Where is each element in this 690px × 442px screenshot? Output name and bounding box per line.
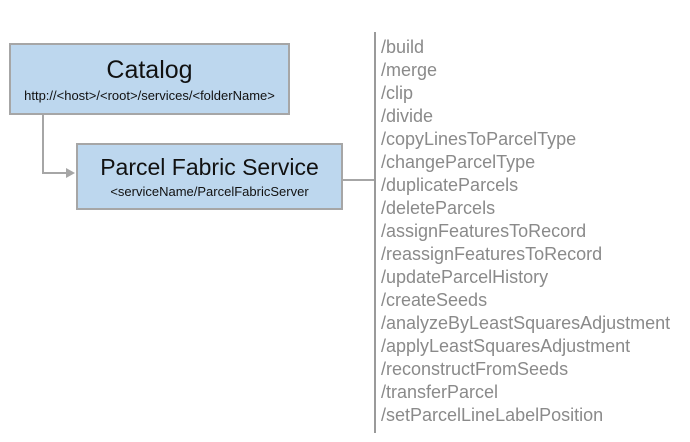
operation-item: /analyzeByLeastSquaresAdjustment xyxy=(381,313,671,333)
operation-item: /merge xyxy=(381,60,438,80)
connector-catalog-vertical-line xyxy=(42,115,44,174)
operation-item: /duplicateParcels xyxy=(381,175,519,195)
operation-item: /copyLinesToParcelType xyxy=(381,129,577,149)
service-title: Parcel Fabric Service xyxy=(100,154,319,180)
operation-item: /divide xyxy=(381,106,434,126)
operation-item: /transferParcel xyxy=(381,382,499,402)
arrowhead-right-icon xyxy=(66,168,75,178)
operations-list: /build/merge/clip/divide/copyLinesToParc… xyxy=(381,36,686,427)
catalog-title: Catalog xyxy=(106,55,193,84)
operation-item: /clip xyxy=(381,83,414,103)
operation-item: /deleteParcels xyxy=(381,198,496,218)
catalog-box: Catalog http://<host>/<root>/services/<f… xyxy=(9,43,290,115)
operation-item: /applyLeastSquaresAdjustment xyxy=(381,336,631,356)
operation-item: /build xyxy=(381,37,425,57)
service-url: <serviceName/ParcelFabricServer xyxy=(110,184,309,199)
operation-item: /assignFeaturesToRecord xyxy=(381,221,587,241)
operation-item: /changeParcelType xyxy=(381,152,536,172)
parcel-fabric-service-box: Parcel Fabric Service <serviceName/Parce… xyxy=(76,143,343,210)
connector-catalog-horizontal-line xyxy=(42,172,67,174)
operation-item: /reconstructFromSeeds xyxy=(381,359,569,379)
operation-item: /reassignFeaturesToRecord xyxy=(381,244,603,264)
catalog-url: http://<host>/<root>/services/<folderNam… xyxy=(24,87,275,103)
connector-service-to-operations-line xyxy=(343,179,374,181)
operation-item: /createSeeds xyxy=(381,290,488,310)
operation-item: /updateParcelHistory xyxy=(381,267,549,287)
operations-rail-line xyxy=(374,32,376,433)
operation-item: /setParcelLineLabelPosition xyxy=(381,405,604,425)
